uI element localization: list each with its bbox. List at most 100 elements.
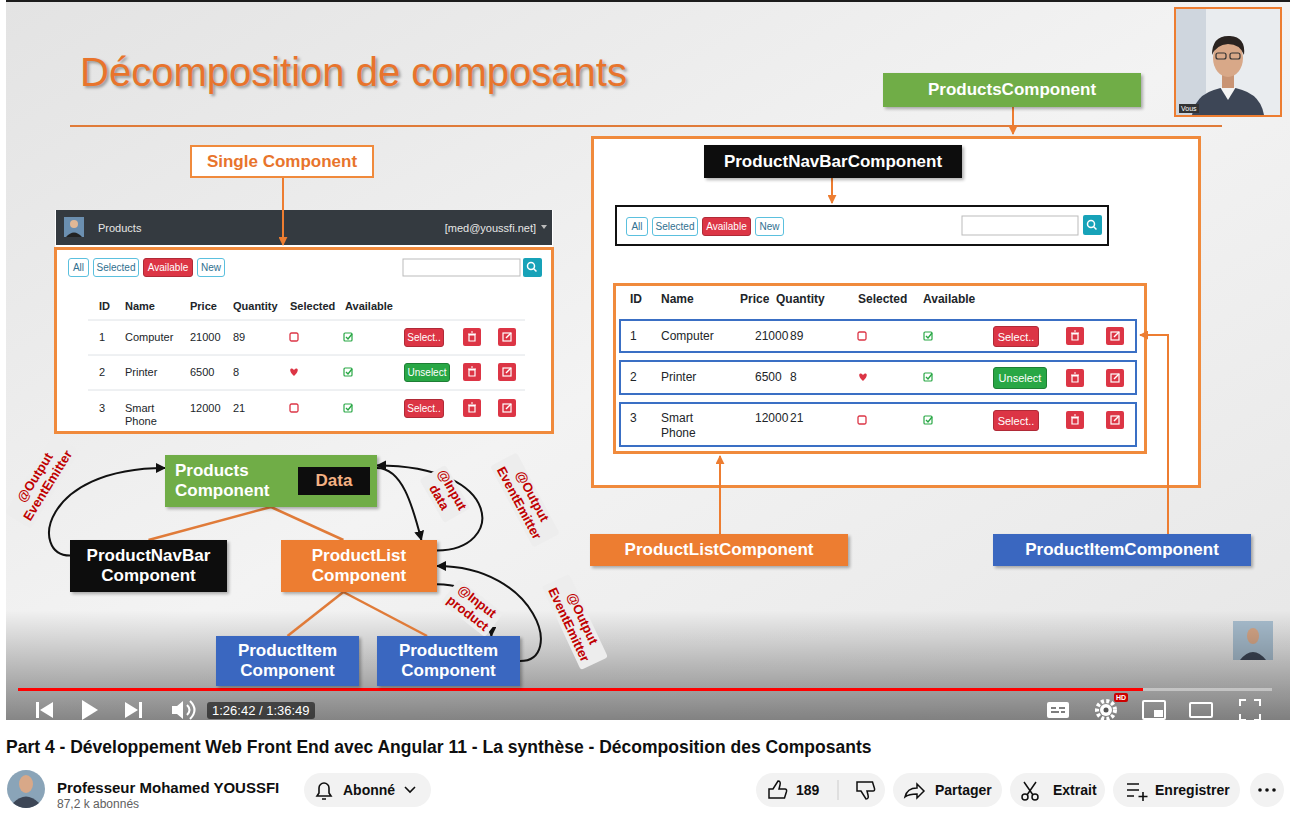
table-header: ID — [630, 292, 642, 306]
player-controls — [1047, 702, 1069, 718]
video-frame — [6, 2, 1290, 720]
table-cell: Smart Phone — [125, 402, 175, 428]
progress-bar — [18, 688, 1272, 691]
action-pills — [304, 773, 431, 807]
node-text: Selected — [97, 262, 136, 273]
table-cell: 89 — [790, 329, 803, 344]
single-component-mockup — [463, 363, 481, 381]
table-header: Price — [740, 292, 769, 306]
progress-bar — [18, 688, 1272, 691]
player-controls — [1051, 708, 1065, 712]
action-pills — [1250, 773, 1284, 807]
node-text: ProductItem Component — [384, 641, 514, 680]
node-text: [med@youssfi.net] — [445, 222, 536, 234]
single-component-mockup — [498, 363, 516, 381]
node-text: Selected — [656, 221, 695, 232]
component-box: Products ComponentData — [165, 455, 377, 507]
action-pills — [317, 783, 331, 799]
action-pills — [756, 773, 885, 807]
player-controls — [1097, 701, 1115, 719]
single-component-mockup — [64, 217, 84, 237]
decomposed-mockup — [1066, 411, 1084, 429]
leader-arrow — [283, 107, 1168, 534]
single-component-mockup — [290, 369, 298, 376]
channel-name: Professeur Mohamed YOUSSFI — [57, 779, 279, 796]
single-component-mockup — [523, 258, 542, 277]
channel-avatar — [7, 770, 45, 808]
table-header: Selected — [858, 292, 907, 306]
webcam-thumbnail — [1192, 87, 1264, 115]
player-controls — [187, 701, 195, 719]
title-rule — [70, 126, 1222, 127]
select-button: Select.. — [404, 328, 444, 347]
node-text: ProductNavBar Component — [76, 546, 221, 585]
component-box: ProductItem Component — [216, 636, 359, 686]
table-cell: 8 — [790, 370, 797, 385]
player-controls — [1240, 700, 1260, 720]
slide-title: Décomposition de composants — [80, 50, 627, 95]
select-button: Unselect — [993, 367, 1047, 389]
player-controls — [1100, 704, 1112, 716]
decomposed-mockup — [1106, 327, 1124, 345]
filter-button: Available — [143, 258, 193, 277]
table-header: Name — [125, 300, 155, 312]
table-cell: Computer — [661, 329, 716, 344]
single-component-mockup — [56, 249, 553, 433]
decomposed-mockup — [859, 374, 867, 381]
action-pills — [405, 787, 415, 792]
webcam-thumbnail — [1230, 53, 1240, 59]
single-component-mockup — [66, 233, 82, 238]
table-cell: 12000 — [190, 402, 221, 415]
node-text: Unselect — [408, 367, 447, 378]
table-cell: 8 — [233, 366, 239, 379]
player-shade — [6, 610, 1290, 720]
component-label: ProductListComponent — [590, 534, 848, 566]
action-pills — [1265, 788, 1269, 792]
player-controls — [1190, 703, 1212, 717]
node-text: Single Component — [207, 152, 357, 172]
video-frame — [6, 0, 1290, 720]
filter-button: Selected — [652, 217, 698, 236]
decomposed-mockup — [620, 403, 1136, 446]
component-box: ProductItem Component — [377, 636, 520, 686]
webcam-thumbnail — [1175, 8, 1281, 116]
node-text: ProductListComponent — [625, 540, 814, 560]
single-component-mockup — [290, 333, 298, 341]
decomposed-mockup — [615, 285, 1146, 453]
action-pills — [857, 782, 875, 799]
decomposed-mockup — [1106, 369, 1124, 387]
component-label: Single Component — [190, 145, 374, 178]
single-component-mockup — [55, 210, 553, 433]
node-text: ProductItem Component — [223, 641, 353, 680]
leader-arrow — [719, 456, 721, 534]
single-component-mockup — [88, 355, 525, 356]
video-time: 1:26:42 / 1:36:49 — [207, 702, 315, 719]
leader-arrow — [1012, 107, 1014, 134]
action-pills — [1258, 788, 1262, 792]
decomposed-mockup — [593, 138, 1200, 487]
webcam-thumbnail — [1175, 8, 1281, 116]
node-text: Data — [316, 471, 353, 491]
navbar: Products[med@youssfi.net] — [56, 210, 552, 245]
node-text: New — [201, 262, 221, 273]
action-pills — [838, 780, 839, 800]
component-box: ProductList Component — [281, 540, 437, 592]
table-cell: 6500 — [190, 366, 214, 379]
node-text: Select.. — [998, 415, 1035, 427]
table-cell: 21 — [790, 411, 803, 426]
action-pills — [905, 784, 924, 798]
player-controls — [139, 702, 142, 718]
single-component-mockup — [463, 328, 481, 346]
node-text: All — [631, 221, 642, 232]
subscriber-count: 87,2 k abonnés — [57, 797, 139, 811]
decomposed-mockup — [616, 206, 1108, 245]
filter-button: New — [755, 217, 784, 236]
component-label: ProductItemComponent — [993, 534, 1251, 566]
like-button: 189 — [756, 773, 885, 807]
component-label: ProductNavBarComponent — [704, 145, 962, 178]
clip-button: Extrait — [1010, 773, 1105, 807]
decomposed-mockup — [1088, 221, 1095, 228]
player-shade — [6, 610, 1290, 720]
